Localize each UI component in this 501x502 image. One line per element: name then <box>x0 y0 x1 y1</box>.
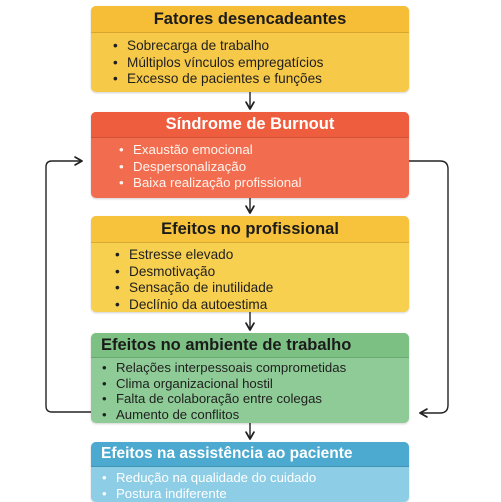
box-title: Efeitos na assistência ao paciente <box>91 442 409 467</box>
list-item: Sobrecarga de trabalho <box>113 38 409 55</box>
list-item: Exaustão emocional <box>119 142 409 159</box>
list-item: Múltiplos vínculos empregatícios <box>113 55 409 72</box>
box-title: Síndrome de Burnout <box>91 112 409 138</box>
list-item: Desmotivação <box>115 264 409 281</box>
list-item: Declínio da autoestima <box>115 297 409 313</box>
list-item: Estresse elevado <box>115 247 409 264</box>
list-item: Aumento de conflitos <box>102 407 409 423</box>
box-efeitos-profissional: Efeitos no profissional Estresse elevado… <box>91 216 409 312</box>
feedback-arrow-left <box>45 156 91 413</box>
list-item: Relações interpessoais comprometidas <box>102 360 409 376</box>
list-item: Clima organizacional hostil <box>102 376 409 392</box>
list-item: Falta de colaboração entre colegas <box>102 391 409 407</box>
box-title: Efeitos no profissional <box>91 216 409 243</box>
list-item: Excesso de pacientes e funções <box>113 71 409 88</box>
list-item: Despersonalização <box>119 159 409 176</box>
box-efeitos-assistencia-paciente: Efeitos na assistência ao paciente Reduç… <box>91 442 409 502</box>
box-efeitos-ambiente-trabalho: Efeitos no ambiente de trabalho Relações… <box>91 333 409 423</box>
box-title: Fatores desencadeantes <box>91 6 409 33</box>
box-sindrome-burnout: Síndrome de Burnout Exaustão emocional D… <box>91 112 409 198</box>
list-item: Postura indiferente <box>102 486 409 502</box>
box-fatores-desencadeantes: Fatores desencadeantes Sobrecarga de tra… <box>91 6 409 92</box>
list-item: Redução na qualidade do cuidado <box>102 470 409 486</box>
box-title: Efeitos no ambiente de trabalho <box>91 333 409 358</box>
feedback-arrow-right <box>409 160 449 418</box>
list-item: Baixa realização profissional <box>119 175 409 192</box>
list-item: Sensação de inutilidade <box>115 280 409 297</box>
